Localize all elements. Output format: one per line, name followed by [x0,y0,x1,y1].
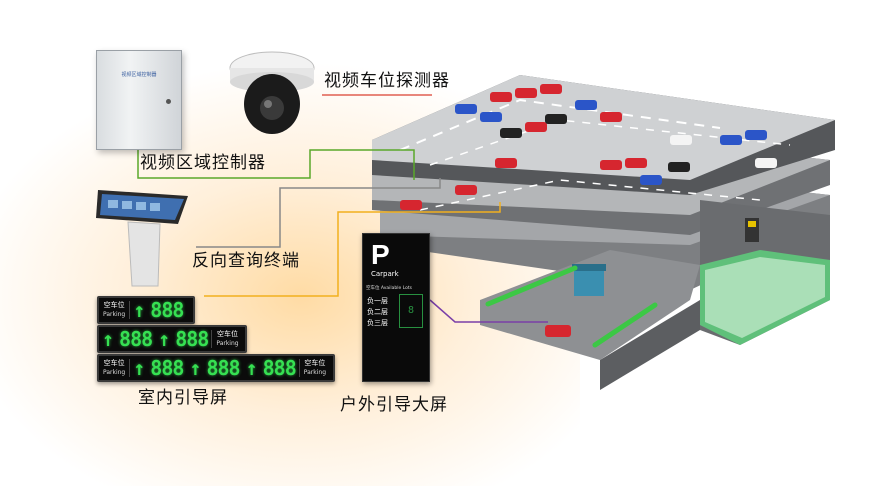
query-kiosk-icon [96,190,188,287]
kiosk-label: 反向查询终端 [192,251,300,271]
sign-digits: 888 [262,356,297,380]
cabinet-plate-text: 视频区域控制器 [121,72,157,78]
sign-tag: 空车位 Parking [99,359,131,377]
outdoor-floor-1: 负一层 [367,297,388,305]
outdoor-digit-display: 8 [399,294,423,328]
sign-tag-cn: 空车位 [304,359,326,367]
sign-digits: 888 [150,298,184,322]
indoor-screen-label: 室内引导屏 [138,388,228,408]
sign-tag: 空车位 Parking [211,330,242,348]
dome-camera-icon [229,51,315,134]
outdoor-carpark-text: Carpark [371,270,399,278]
indoor-sign-double: ↑ 888 ↑ 888 空车位 Parking [97,325,247,353]
controller-cabinet-image: 视频区域控制器 [96,50,182,150]
sign-tag-cn: 空车位 [103,301,125,309]
sign-digits: 888 [119,327,153,351]
sign-tag-en: Parking [103,311,126,318]
arrow-up-icon: ↑ [133,298,145,322]
arrow-up-icon: ↑ [158,327,170,351]
outdoor-screen-label: 户外引导大屏 [340,395,448,415]
sign-tag-cn: 空车位 [216,330,238,338]
sign-tag-en: Parking [103,369,126,376]
sign-tag: 空车位 Parking [99,301,131,319]
indoor-sign-triple: 空车位 Parking ↑ 888 ↑ 888 ↑ 888 空车位 Parkin… [97,354,335,382]
sign-tag: 空车位 Parking [298,359,330,377]
controller-label: 视频区域控制器 [140,153,266,173]
outdoor-available-text: 空车位 Available Lots [366,286,413,291]
sign-tag-en: Parking [216,340,239,347]
outdoor-guidance-sign: P Carpark 空车位 Available Lots 负一层 负二层 负三层… [362,233,430,382]
parking-p-icon: P [371,239,390,270]
outdoor-floor-2: 负二层 [367,308,388,316]
camera-label: 视频车位探测器 [324,71,450,91]
sign-tag-en: Parking [303,369,327,376]
sign-tag-cn: 空车位 [103,359,125,367]
arrow-up-icon: ↑ [189,356,201,380]
sign-digits: 888 [175,327,209,351]
cabinet-lock-icon [166,99,171,104]
sign-digits: 888 [150,356,184,380]
arrow-up-icon: ↑ [102,327,114,351]
arrow-up-icon: ↑ [245,356,258,380]
sign-digits: 888 [206,356,240,380]
outdoor-floor-3: 负三层 [367,319,388,327]
indoor-sign-single: 空车位 Parking ↑ 888 [97,296,195,324]
arrow-up-icon: ↑ [133,356,145,380]
